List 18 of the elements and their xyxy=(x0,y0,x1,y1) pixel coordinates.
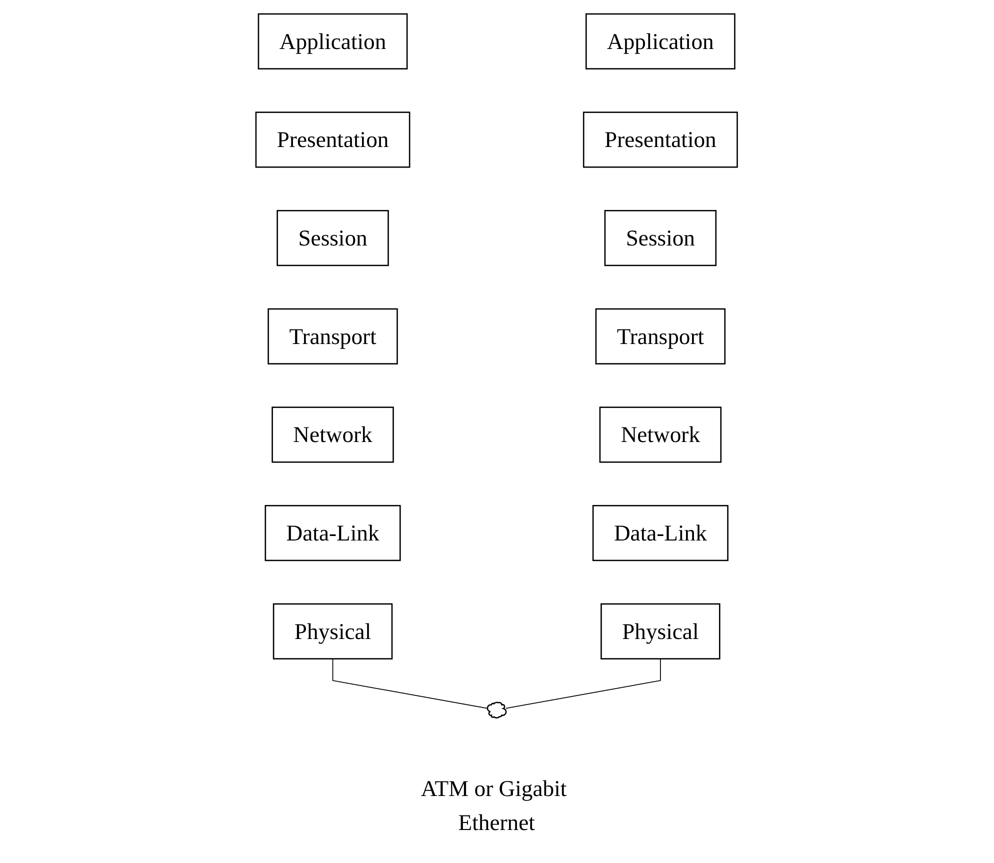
node-box: Presentation xyxy=(583,111,738,168)
node-box: Presentation xyxy=(256,111,411,168)
node-box: Data-Link xyxy=(592,504,729,561)
connector xyxy=(506,658,662,708)
connector xyxy=(332,658,488,708)
node-box: Transport xyxy=(596,308,726,364)
node-box: Application xyxy=(258,12,408,69)
node-box: Data-Link xyxy=(265,504,402,561)
node-box: Physical xyxy=(273,602,394,659)
node-box: Application xyxy=(586,12,736,69)
node-box: Physical xyxy=(600,602,721,659)
node-label: ATM or Gigabit Ethernet xyxy=(421,776,568,835)
node-box: Session xyxy=(604,209,717,266)
node-cloud xyxy=(487,701,508,718)
node-box: Session xyxy=(277,209,390,266)
node-box: Network xyxy=(272,406,394,462)
node-box: Network xyxy=(600,406,722,462)
node-box: Transport xyxy=(268,308,398,364)
